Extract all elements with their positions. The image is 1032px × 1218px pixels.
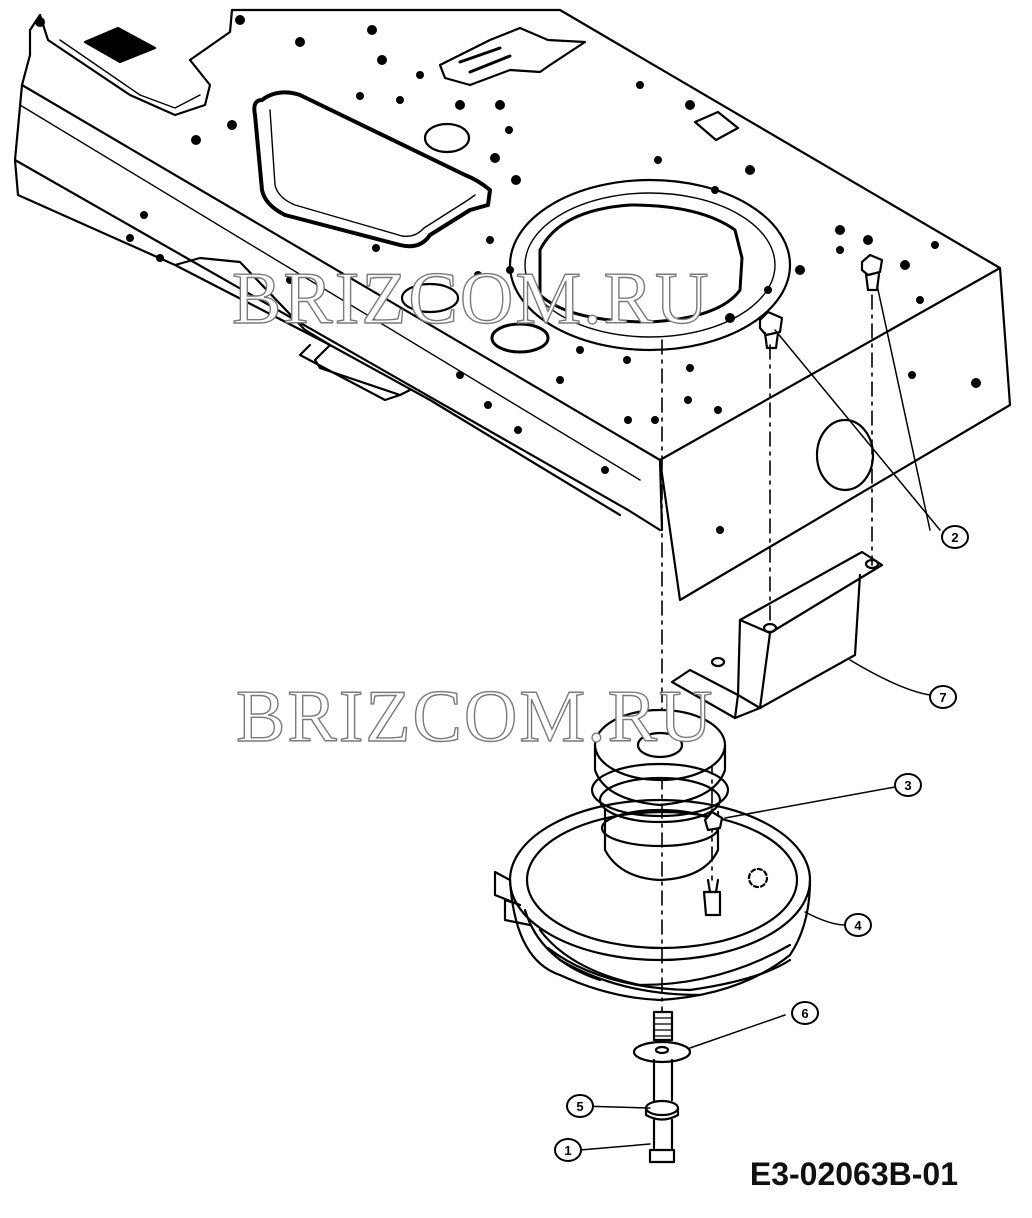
- watermark-top: BRIZCOM.RU: [231, 258, 711, 340]
- callout-1-label: 1: [564, 1143, 571, 1158]
- diagram-code: E3-02063B-01: [749, 1156, 958, 1192]
- watermark-middle: BRIZCOM.RU: [235, 676, 715, 758]
- callout-3-label: 3: [904, 778, 911, 793]
- leader-lines: [579, 284, 941, 1151]
- callout-2-label: 2: [951, 530, 958, 545]
- callout-5-label: 5: [576, 1099, 583, 1114]
- callout-7-label: 7: [939, 690, 946, 705]
- bracket-item-7: [670, 550, 884, 720]
- callout-5: 5: [566, 1094, 594, 1118]
- callout-4-label: 4: [854, 918, 862, 933]
- callout-2: 2: [941, 525, 969, 549]
- mounting-bolt-stack: [632, 1010, 692, 1164]
- frame-holes: [35, 15, 981, 534]
- callout-7: 7: [929, 685, 957, 709]
- bolts-item-2: [758, 253, 884, 350]
- callout-1: 1: [554, 1138, 582, 1162]
- callout-3: 3: [894, 773, 922, 797]
- callout-4: 4: [844, 913, 872, 937]
- callout-6: 6: [791, 1001, 819, 1025]
- tractor-frame: [13, 8, 1012, 602]
- pto-clutch-item-4: [493, 708, 812, 1002]
- callout-6-label: 6: [801, 1006, 808, 1021]
